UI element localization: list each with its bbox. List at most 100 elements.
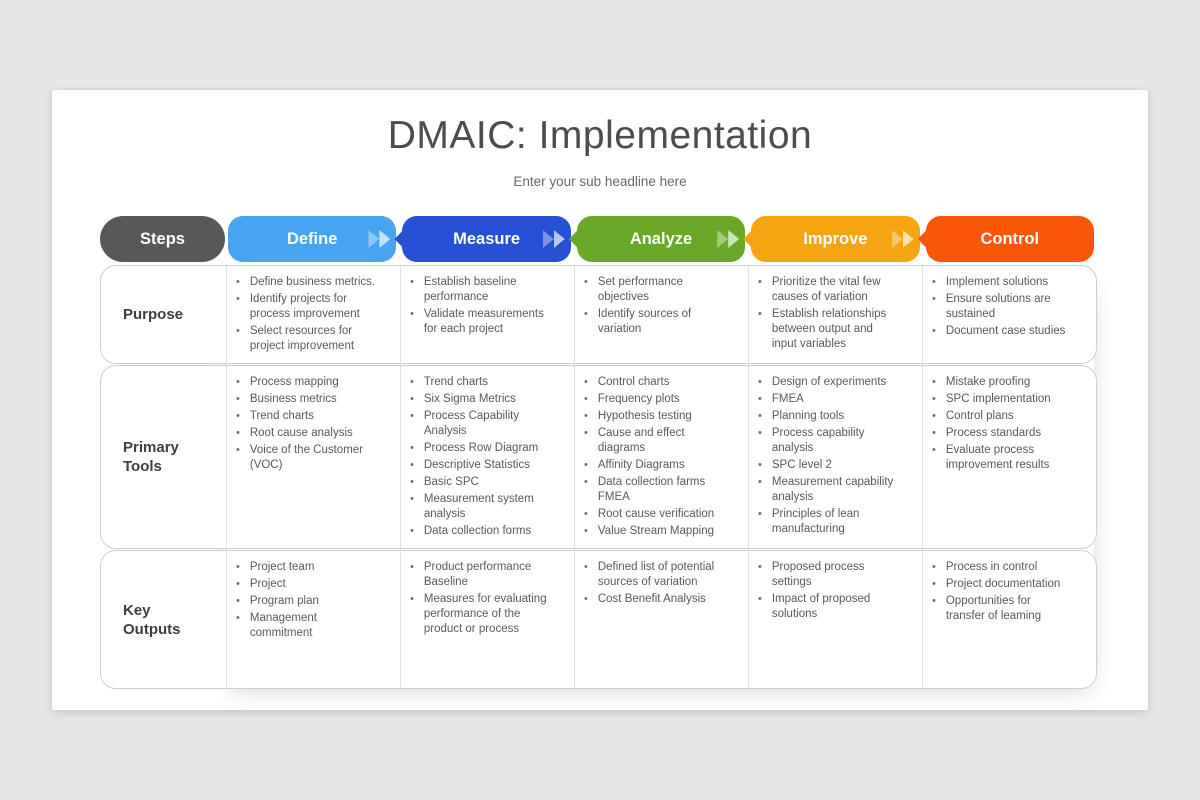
bullet-dot-icon: • [236, 293, 240, 305]
bullet-text: Impact of proposed solutions [771, 593, 871, 620]
bullet-text: Business metrics [249, 393, 337, 405]
cell-key-outputs-improve: •Proposed process settings•Impact of pro… [748, 551, 922, 688]
bullet-text: Process Row Diagram [423, 442, 539, 454]
column-header-analyze: Analyze [568, 216, 748, 262]
cell-purpose-define: •Define business metrics.•Identify proje… [226, 266, 400, 363]
bullet-dot-icon: • [584, 561, 588, 573]
bullet-dot-icon: • [236, 276, 240, 288]
bullet-dot-icon: • [236, 393, 240, 405]
column-header-arrow: Define [228, 216, 397, 262]
column-header-measure: Measure [394, 216, 573, 262]
bullet-item: •SPC level 2 [758, 457, 898, 474]
bullet-item: •Measures for evaluating performance of … [410, 591, 550, 638]
bullet-item: •Establish relationships between output … [758, 306, 898, 353]
bullet-item: •Basic SPC [410, 474, 550, 491]
bullet-item: •Identify sources of variation [584, 306, 724, 338]
bullet-item: •Prioritize the vital few causes of vari… [758, 274, 898, 306]
bullet-dot-icon: • [758, 459, 762, 471]
bullet-item: • Document case studies [932, 323, 1072, 340]
column-header-label: Control [980, 229, 1040, 248]
bullet-item: •Frequency plots [584, 391, 724, 408]
bullet-dot-icon: • [236, 410, 240, 422]
bullet-item: •Six Sigma Metrics [410, 391, 550, 408]
bullet-text: Prioritize the vital few causes of varia… [771, 276, 881, 303]
arrow-chevron-icon [542, 230, 554, 248]
bullet-dot-icon: • [410, 376, 414, 388]
table-row-primary-tools: Primary Tools •Process mapping•Business … [100, 365, 1097, 549]
bullet-dot-icon: • [410, 410, 414, 422]
bullet-text: Implement solutions [945, 276, 1049, 288]
cell-purpose-improve: •Prioritize the vital few causes of vari… [748, 266, 922, 363]
bullet-text: Cost Benefit Analysis [597, 593, 706, 605]
arrow-chevron-icon [891, 230, 903, 248]
cell-key-outputs-define: •Project team•Project•Program plan•Manag… [226, 551, 400, 688]
bullet-item: •Cause and effect diagrams [584, 425, 724, 457]
cell-key-outputs-control: •Process in control•Project documentatio… [922, 551, 1096, 688]
bullet-text: Document case studies [945, 325, 1066, 337]
row-label-cell: Key Outputs [101, 551, 226, 688]
bullet-text: Descriptive Statistics [423, 459, 530, 471]
bullet-dot-icon: • [758, 476, 762, 488]
column-header-define: Define [225, 216, 399, 262]
arrow-chevron-icon [717, 230, 729, 248]
column-header-label: Analyze [629, 229, 693, 248]
bullet-dot-icon: • [410, 476, 414, 488]
bullet-item: •Cost Benefit Analysis [584, 591, 724, 608]
arrow-chevron-icon [553, 230, 565, 248]
bullet-dot-icon: • [236, 325, 240, 337]
bullet-dot-icon: • [236, 612, 240, 624]
bullet-text: Establish relationships between output a… [771, 308, 887, 350]
bullet-dot-icon: • [932, 376, 936, 388]
bullet-dot-icon: • [236, 376, 240, 388]
bullet-dot-icon: • [584, 476, 588, 488]
cell-primary-tools-define: • Process mapping • Business metrics • Trend … [226, 366, 400, 548]
bullet-text: Trend charts [249, 410, 314, 422]
bullet-dot-icon: • [932, 325, 936, 337]
bullet-text: Affinity Diagrams [597, 459, 685, 471]
bullet-dot-icon: • [758, 593, 762, 605]
bullet-dot-icon: • [932, 444, 936, 456]
bullet-text: Control plans [945, 410, 1014, 422]
bullet-item: •Management commitment [236, 610, 376, 642]
bullet-text: Process mapping [249, 376, 339, 388]
bullet-text: Measures for evaluating performance of t… [423, 593, 547, 635]
bullet-item: • Measurement system analysis [410, 491, 550, 523]
bullet-item: •Set performance objectives [584, 274, 724, 306]
bullet-item: •Value Stream Mapping [584, 523, 724, 540]
bullet-dot-icon: • [584, 459, 588, 471]
column-header-arrow: Analyze [568, 216, 746, 262]
bullet-item: •Process capability analysis [758, 425, 898, 457]
bullet-dot-icon: • [758, 393, 762, 405]
bullet-dot-icon: • [758, 376, 762, 388]
bullet-text: Root cause analysis [249, 427, 353, 439]
bullet-item: • Mistake proofing [932, 374, 1072, 391]
cell-key-outputs-measure: •Product performance Baseline•Measures f… [400, 551, 574, 688]
bullet-item: •Control plans [932, 408, 1072, 425]
bullet-text: Measurement system analysis [423, 493, 534, 520]
bullet-dot-icon: • [932, 293, 936, 305]
bullet-item: •Trend charts [410, 374, 550, 391]
bullet-dot-icon: • [410, 493, 414, 505]
bullet-text: Ensure solutions are sustained [945, 293, 1051, 320]
bullet-text: Program plan [249, 595, 319, 607]
bullet-text: Defined list of potential sources of var… [597, 561, 715, 588]
bullet-dot-icon: • [236, 444, 240, 456]
bullet-dot-icon: • [410, 525, 414, 537]
bullet-text: Mistake proofing [945, 376, 1031, 388]
bullet-item: •Data collection farms FMEA [584, 474, 724, 506]
bullet-dot-icon: • [236, 578, 240, 590]
bullet-dot-icon: • [932, 427, 936, 439]
column-header-arrow: Measure [394, 216, 571, 262]
bullet-text: Measurement capability analysis [771, 476, 894, 503]
bullet-item: •Validate measurements for each project [410, 306, 550, 338]
bullet-text: Process in control [945, 561, 1038, 573]
bullet-text: Hypothesis testing [597, 410, 692, 422]
bullet-dot-icon: • [932, 595, 936, 607]
bullet-text: Frequency plots [597, 393, 680, 405]
bullet-item: •Identify projects for process improveme… [236, 291, 376, 323]
bullet-item: •Principles of lean manufacturing [758, 506, 898, 538]
bullet-item: • Impact of proposed solutions [758, 591, 898, 623]
bullet-item: •Define business metrics. [236, 274, 376, 291]
bullet-item: •Design of experiments [758, 374, 898, 391]
bullet-item: •Hypothesis testing [584, 408, 724, 425]
